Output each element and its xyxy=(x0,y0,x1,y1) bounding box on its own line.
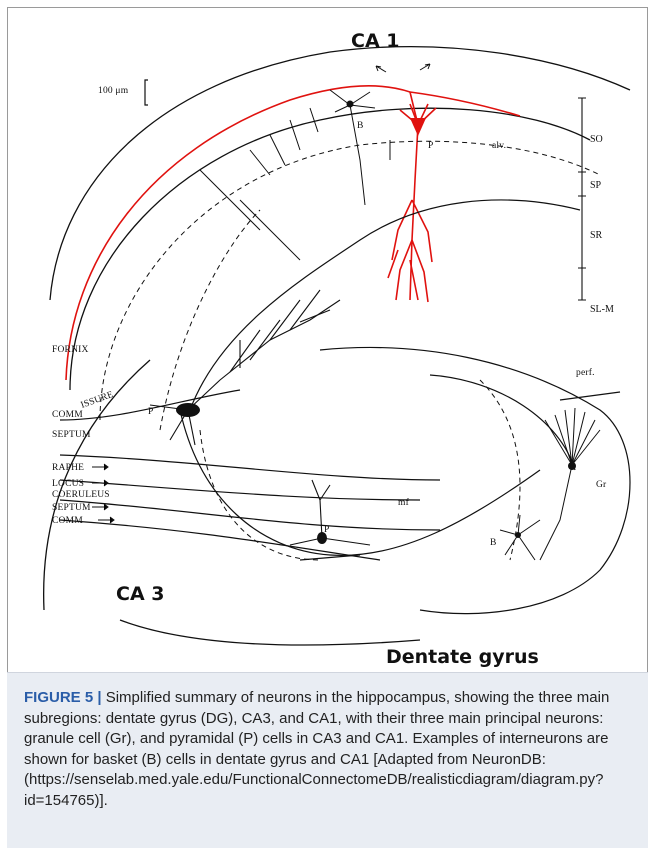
caption-link[interactable]: https://senselab.med.yale.edu/Functional… xyxy=(24,771,603,809)
dg-basket-soma xyxy=(515,532,521,538)
granule-soma xyxy=(568,462,576,470)
ca3-pyramidal-lower xyxy=(290,480,370,545)
layer-sp: SP xyxy=(590,180,602,191)
ca1-basket-soma xyxy=(347,101,354,108)
caption-text-end: )]. xyxy=(95,792,108,809)
label-dg-basket: B xyxy=(490,538,497,548)
layer-sl-m: SL-M xyxy=(590,304,614,315)
label-septum-lower: SEPTUM xyxy=(52,503,91,513)
label-ca3: CA 3 xyxy=(116,583,164,605)
ca1-pyramidal-soma xyxy=(410,118,426,136)
ca3-pyramidal-upper-soma xyxy=(176,403,200,417)
label-dentate-gyrus: Dentate gyrus xyxy=(386,646,539,668)
dashed-pathways xyxy=(100,141,600,560)
hippocampus-diagram: CA 1 CA 3 Dentate gyrus 100 μm xyxy=(0,0,657,672)
scale-bar xyxy=(145,80,148,105)
label-granule: Gr xyxy=(596,480,607,490)
label-ca3-p-lower: P xyxy=(324,525,329,535)
granule-cell xyxy=(540,408,600,560)
ca1-basket-cell xyxy=(200,90,390,260)
label-septum: SEPTUM xyxy=(52,430,91,440)
label-mossy-fiber: mf xyxy=(398,497,410,508)
layer-so: SO xyxy=(590,134,603,145)
label-ca1-pyramidal: P xyxy=(428,141,433,151)
label-coeruleus: COERULEUS xyxy=(52,490,110,500)
input-arrows xyxy=(92,64,430,523)
label-comm-lower: COMM xyxy=(52,516,83,526)
label-perforant: perf. xyxy=(576,367,595,378)
label-ca3-p-upper: P xyxy=(148,407,153,417)
layer-sr: SR xyxy=(590,230,603,241)
label-issure: ISSURE xyxy=(80,390,115,411)
dg-basket-cell xyxy=(500,515,540,560)
scale-bar-label: 100 μm xyxy=(98,86,129,96)
label-fornix: FORNIX xyxy=(52,345,89,355)
layer-bracket xyxy=(578,98,586,300)
figure-number: FIGURE 5 | xyxy=(24,689,102,706)
label-raphe: RAPHE xyxy=(52,463,84,473)
label-comm: COMM xyxy=(52,410,83,420)
label-alveus: alv. xyxy=(492,141,506,151)
figure-caption: FIGURE 5 | Simplified summary of neurons… xyxy=(24,688,636,811)
label-ca1-basket: B xyxy=(357,121,364,131)
label-locus: LOCUS xyxy=(52,479,84,489)
ca3-pyramidal-upper xyxy=(150,290,340,445)
